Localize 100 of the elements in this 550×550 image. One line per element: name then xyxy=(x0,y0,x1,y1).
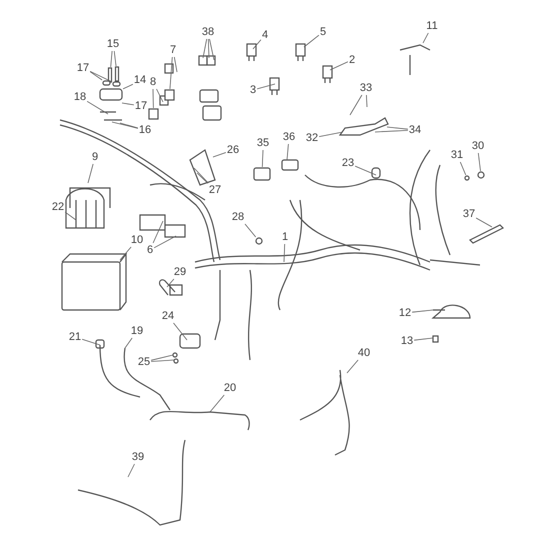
leader-line xyxy=(208,38,210,58)
leader-line xyxy=(64,212,76,220)
callout-number: 37 xyxy=(462,208,476,220)
leader-line xyxy=(284,244,286,262)
leader-line xyxy=(422,32,429,44)
callout-number: 38 xyxy=(202,26,214,38)
callout-number: 23 xyxy=(342,157,354,169)
callout-number: 19 xyxy=(130,325,144,337)
leader-line xyxy=(386,126,408,130)
callout-number: 32 xyxy=(306,132,318,144)
callout-number: 27 xyxy=(208,184,222,196)
callout-number: 30 xyxy=(472,140,484,152)
leader-line xyxy=(256,84,276,90)
leader-line xyxy=(318,132,344,137)
callout-number: 22 xyxy=(52,201,64,213)
leader-line xyxy=(122,84,134,90)
callout-number: 14 xyxy=(134,74,146,86)
leader-line xyxy=(210,394,225,412)
leader-line xyxy=(262,150,264,168)
leader-line xyxy=(124,338,132,348)
relay xyxy=(148,108,159,120)
callout-number: 17 xyxy=(134,100,148,112)
leader-line xyxy=(90,70,112,82)
leader-line xyxy=(212,152,226,158)
leader-line xyxy=(156,88,164,102)
leader-line xyxy=(478,152,481,172)
leader-line xyxy=(244,224,256,238)
callout-number: 35 xyxy=(256,137,270,149)
leader-line xyxy=(173,322,188,340)
callout-number: 40 xyxy=(358,347,370,359)
callout-number: 1 xyxy=(282,231,288,243)
leader-line xyxy=(304,34,320,48)
leader-line xyxy=(152,220,164,244)
leader-line xyxy=(366,94,368,108)
leader-line xyxy=(86,100,108,114)
leader-line xyxy=(110,50,112,68)
callout-number: 10 xyxy=(130,234,144,246)
callout-number: 12 xyxy=(398,307,412,319)
callout-number: 20 xyxy=(224,382,236,394)
leader-line xyxy=(150,360,174,362)
callout-number: 33 xyxy=(360,82,372,94)
leader-line xyxy=(150,354,174,361)
leader-line xyxy=(114,50,116,66)
callout-number: 11 xyxy=(426,20,438,32)
leader-line xyxy=(152,88,154,108)
callout-number: 13 xyxy=(400,335,414,347)
callout-number: 8 xyxy=(150,76,156,88)
callout-number: 3 xyxy=(250,84,256,96)
leader-line xyxy=(194,168,209,184)
callout-number: 25 xyxy=(138,356,150,368)
leader-line xyxy=(174,56,178,72)
leader-line xyxy=(209,38,214,60)
screw xyxy=(114,66,120,82)
leader-line xyxy=(170,56,173,90)
screw xyxy=(464,175,470,181)
callout-number: 9 xyxy=(92,151,98,163)
leader-line xyxy=(196,172,208,184)
leader-line xyxy=(286,144,289,160)
callout-number: 17 xyxy=(76,62,90,74)
callout-number: 5 xyxy=(320,26,326,38)
callout-number: 6 xyxy=(146,244,154,256)
leader-line xyxy=(90,71,103,80)
leader-line xyxy=(120,246,132,260)
leader-line xyxy=(252,39,262,50)
callout-number: 21 xyxy=(68,331,82,343)
callout-number: 24 xyxy=(162,310,174,322)
leader-line xyxy=(412,310,434,313)
callout-number: 34 xyxy=(408,124,422,136)
leader-line xyxy=(374,130,408,132)
leader-line xyxy=(414,338,434,341)
washer xyxy=(112,81,121,87)
relay xyxy=(164,89,175,101)
leader-line xyxy=(202,38,208,58)
grommet xyxy=(255,237,263,245)
leader-line xyxy=(460,162,466,176)
callout-number: 16 xyxy=(138,124,152,136)
leader-line xyxy=(346,360,358,374)
callout-number: 7 xyxy=(170,44,176,56)
callout-number: 29 xyxy=(174,266,186,278)
leader-line xyxy=(82,338,100,346)
leader-line xyxy=(166,278,174,288)
callout-number: 2 xyxy=(348,54,356,66)
callout-number: 31 xyxy=(450,149,464,161)
leader-line xyxy=(350,94,362,116)
callout-number: 28 xyxy=(232,211,244,223)
leader-line xyxy=(154,236,176,248)
fuse-holder xyxy=(99,88,123,101)
callout-number: 36 xyxy=(282,131,296,143)
washer xyxy=(102,80,111,86)
leader-line xyxy=(120,122,138,128)
callout-number: 4 xyxy=(262,29,268,41)
callout-number: 18 xyxy=(74,91,86,103)
callout-number: 26 xyxy=(226,144,240,156)
sensor xyxy=(477,171,485,179)
leader-line xyxy=(330,61,348,70)
leader-line xyxy=(476,218,492,228)
leader-line xyxy=(112,122,138,129)
connector xyxy=(253,167,271,181)
callout-number: 39 xyxy=(132,451,144,463)
leader-line xyxy=(128,464,135,478)
